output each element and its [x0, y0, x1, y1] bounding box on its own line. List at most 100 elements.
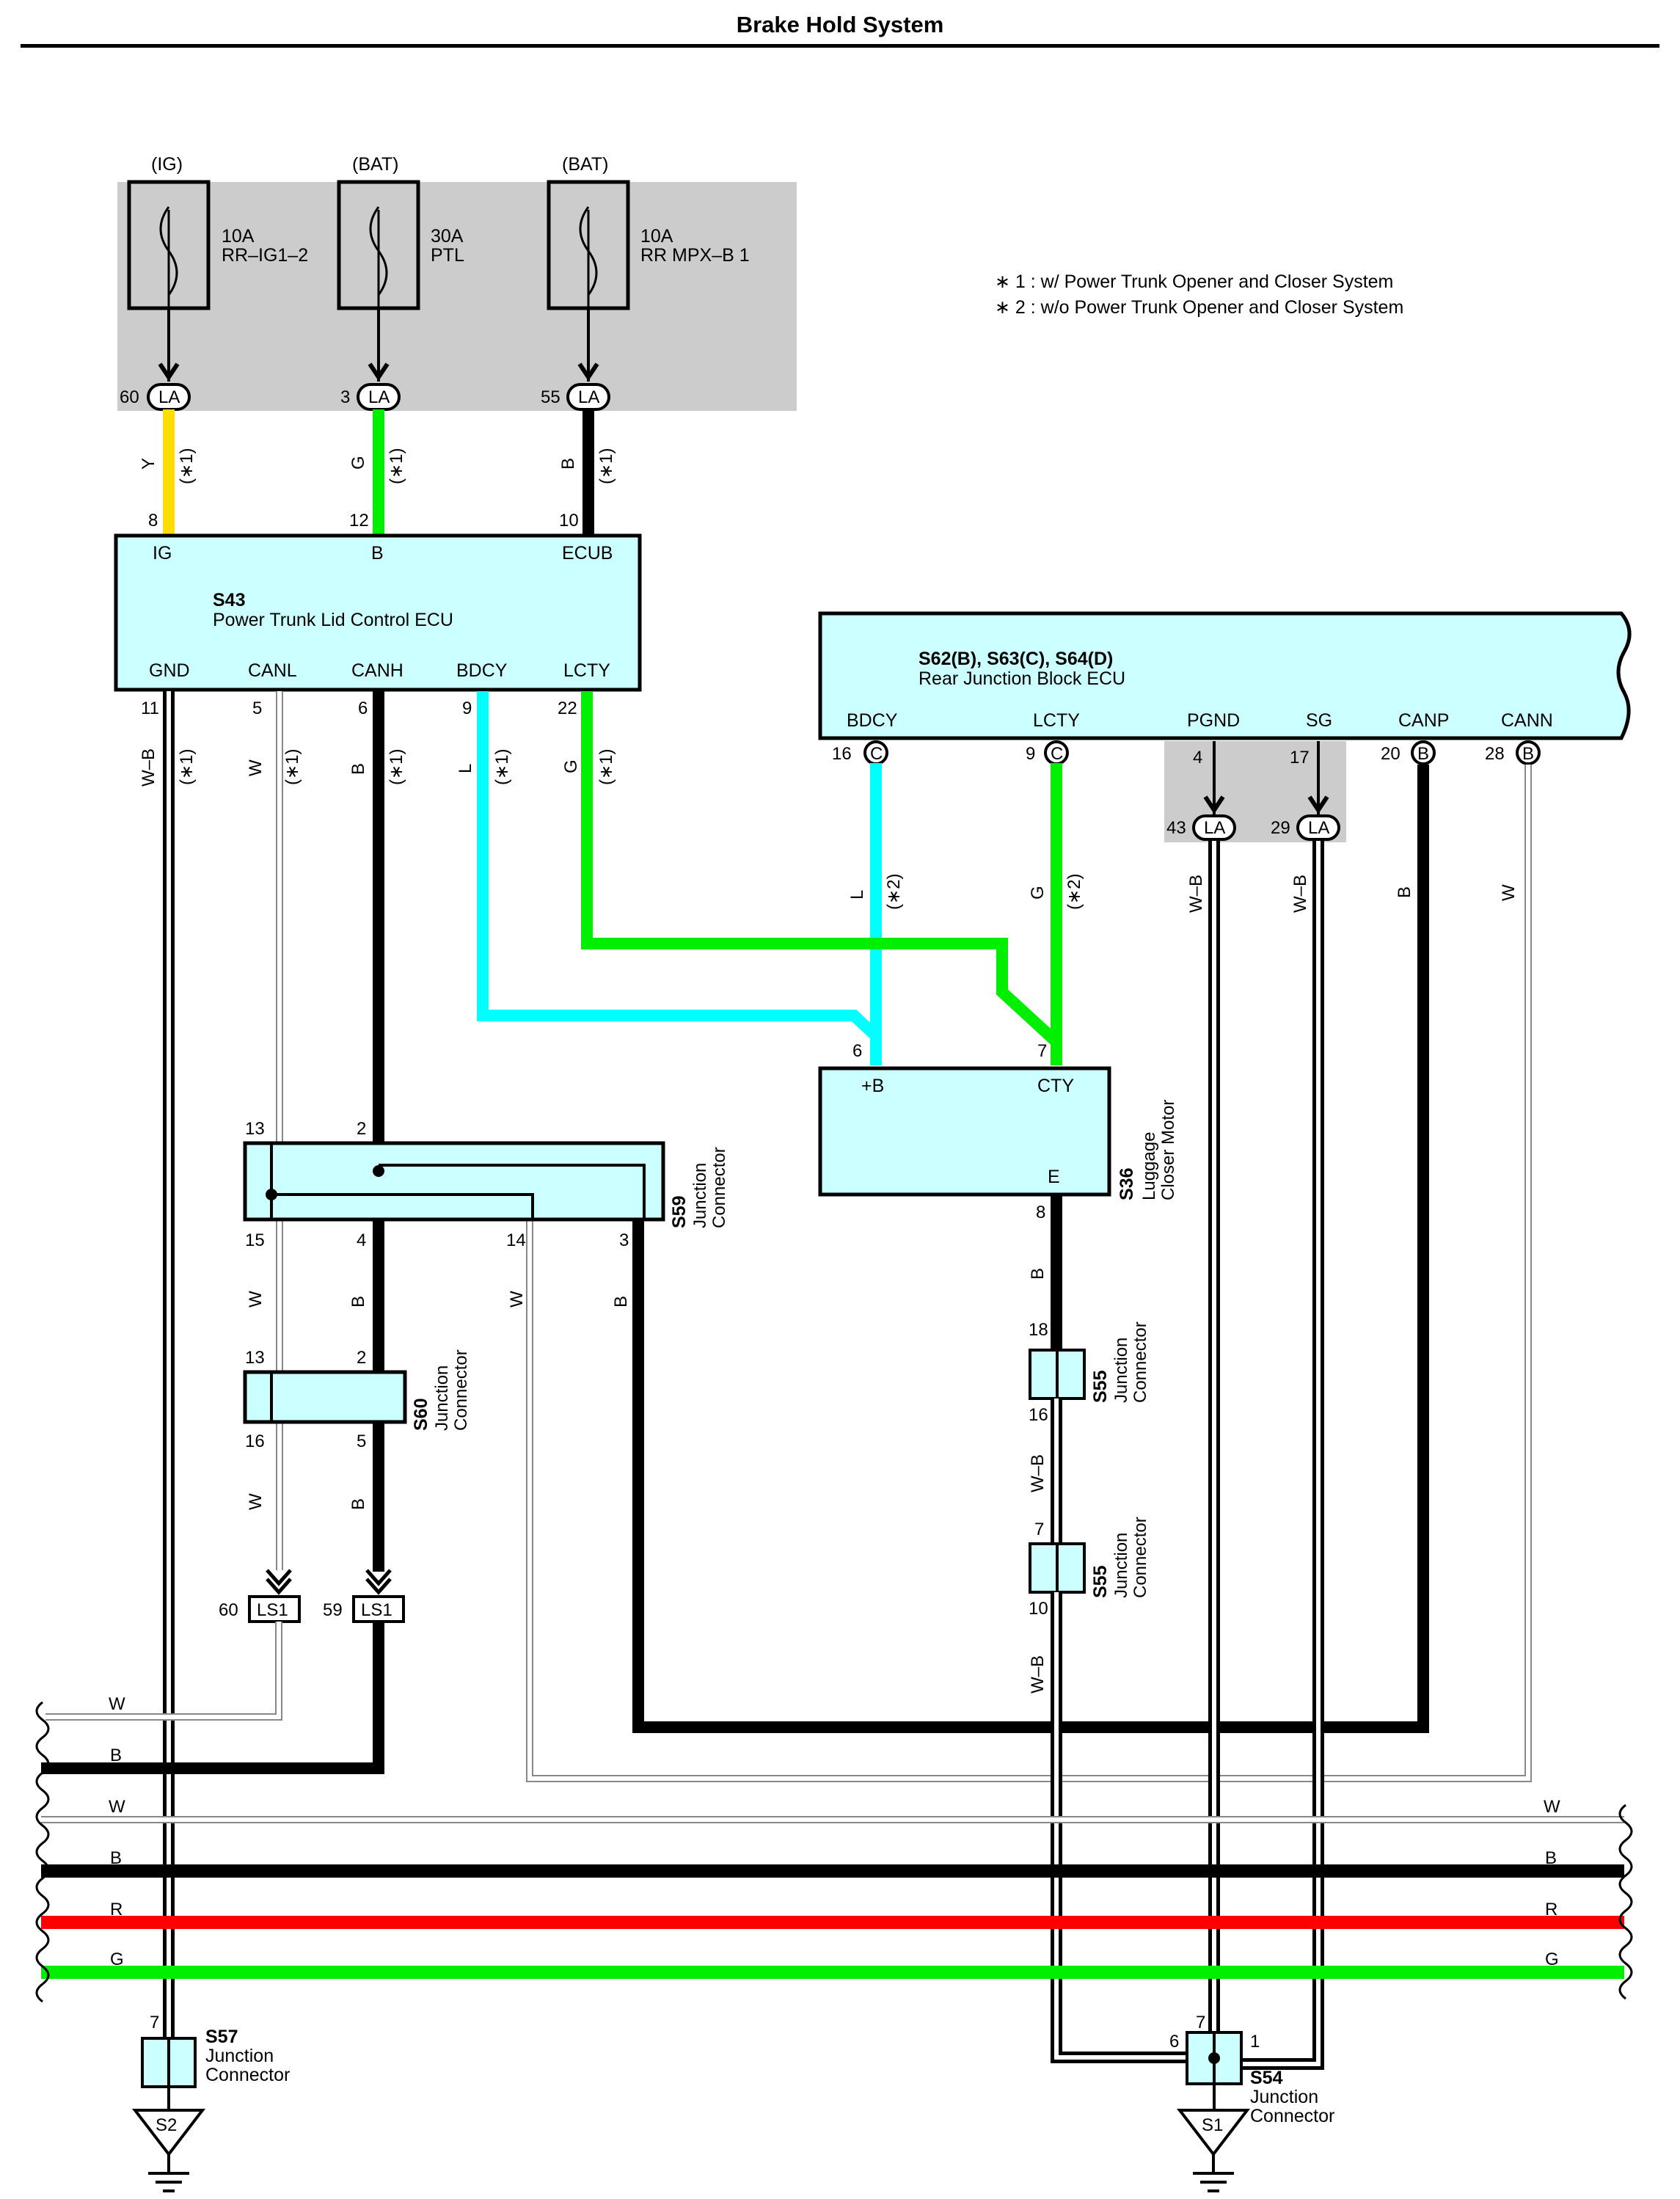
svg-text:Power Trunk Lid Control ECU: Power Trunk Lid Control ECU: [213, 610, 453, 630]
fuse-name: RR MPX–B 1: [640, 245, 750, 266]
svg-text:Luggage: Luggage: [1139, 1132, 1159, 1200]
wire-y-ig: [163, 409, 175, 534]
svg-text:18: 18: [1029, 1320, 1048, 1340]
svg-text:20: 20: [1381, 744, 1400, 764]
la-connector-3: LA 3: [340, 383, 401, 411]
svg-text:L: L: [847, 890, 867, 900]
svg-text:8: 8: [148, 511, 158, 530]
svg-text:S55: S55: [1090, 1370, 1111, 1403]
svg-text:Junction: Junction: [432, 1365, 452, 1431]
svg-text:GND: GND: [149, 660, 190, 681]
svg-text:E: E: [1048, 1167, 1060, 1187]
svg-text:(∗2): (∗2): [884, 874, 904, 910]
svg-text:G: G: [561, 759, 581, 773]
svg-text:W: W: [246, 759, 266, 776]
rear-ecu-connectors: C 16 C 9 B 20 B 28 4 17 LA 43 LA 29: [832, 740, 1541, 841]
ground-s1: S1: [1176, 2109, 1251, 2192]
fuse-connectors: [158, 308, 599, 382]
svg-text:5: 5: [252, 699, 262, 718]
ls1-connectors: LS1 60 LS1 59: [219, 1569, 405, 1623]
fuse-rating: 10A: [640, 226, 673, 247]
svg-text:BDCY: BDCY: [456, 660, 508, 681]
svg-text:LCTY: LCTY: [1033, 710, 1080, 731]
svg-text:LA: LA: [578, 387, 599, 407]
svg-text:6: 6: [852, 1041, 862, 1061]
svg-text:7: 7: [1196, 2013, 1205, 2032]
svg-text:B: B: [110, 1746, 122, 1765]
svg-text:(∗1): (∗1): [177, 448, 197, 484]
junction-s57: 7 S57 Junction Connector: [141, 2013, 290, 2110]
break-marks: [35, 1701, 1633, 2003]
svg-text:60: 60: [120, 387, 139, 407]
svg-text:W–B: W–B: [1028, 1454, 1048, 1492]
svg-text:G: G: [348, 456, 368, 470]
wire-b-canp: [632, 765, 1429, 1733]
wire-wb-pgnd-sg: [1208, 841, 1324, 2070]
ground-s2: S2: [131, 2109, 206, 2192]
svg-text:Y: Y: [139, 458, 158, 470]
svg-text:B: B: [110, 1848, 122, 1868]
svg-text:B: B: [1395, 886, 1414, 898]
junction-s55-lower: 7 10 S55 Junction Connector: [1029, 1517, 1150, 1619]
svg-text:Junction: Junction: [1111, 1338, 1131, 1403]
svg-text:Connector: Connector: [1131, 1517, 1150, 1598]
wire-labels-top: Y (∗1) G (∗1) B (∗1) 8 12 10: [139, 448, 616, 530]
svg-text:W: W: [109, 1694, 125, 1714]
svg-text:4: 4: [357, 1230, 366, 1250]
wire-w-canl: [276, 691, 283, 1570]
ls1-to-bus-b: [41, 1622, 384, 1774]
svg-text:W–B: W–B: [1290, 875, 1310, 913]
s43-bottom-pins: 11 5 6 9 22: [141, 699, 577, 718]
svg-text:2: 2: [357, 1348, 366, 1368]
svg-text:12: 12: [349, 511, 369, 530]
svg-text:CANN: CANN: [1501, 710, 1553, 731]
svg-text:BDCY: BDCY: [847, 710, 898, 731]
svg-text:(∗1): (∗1): [387, 448, 406, 484]
svg-text:B: B: [348, 1296, 368, 1308]
svg-text:10: 10: [1029, 1599, 1048, 1619]
svg-text:W: W: [1499, 884, 1519, 901]
svg-text:Connector: Connector: [451, 1349, 471, 1431]
svg-text:4: 4: [1193, 748, 1202, 767]
svg-text:G: G: [1545, 1950, 1559, 1969]
svg-text:(∗1): (∗1): [387, 749, 406, 785]
svg-text:B: B: [348, 763, 368, 775]
svg-text:3: 3: [340, 387, 350, 407]
junction-s54: 7 6 1 S54 Junction Connector: [1169, 2013, 1334, 2126]
svg-text:Connector: Connector: [1250, 2106, 1334, 2126]
svg-text:LA: LA: [368, 387, 390, 407]
svg-text:22: 22: [558, 699, 577, 718]
svg-text:1: 1: [1250, 2032, 1260, 2052]
svg-text:CANP: CANP: [1398, 710, 1449, 731]
svg-text:S59: S59: [669, 1196, 690, 1228]
svg-text:(∗1): (∗1): [177, 749, 197, 785]
junction-s55-upper: 18 16 S55 Junction Connector: [1029, 1320, 1150, 1425]
svg-text:ECUB: ECUB: [562, 543, 613, 564]
svg-text:LA: LA: [1204, 818, 1225, 838]
svg-text:CANH: CANH: [351, 660, 403, 681]
svg-text:IG: IG: [153, 543, 172, 564]
svg-text:L: L: [456, 764, 475, 773]
svg-text:(∗1): (∗1): [492, 749, 512, 785]
svg-text:7: 7: [1037, 1041, 1047, 1061]
svg-text:13: 13: [245, 1119, 265, 1139]
wire-b-ecub: [582, 409, 594, 534]
svg-text:Junction: Junction: [690, 1163, 710, 1228]
la-connector-55: LA 55: [541, 383, 610, 411]
svg-text:Junction: Junction: [1111, 1533, 1131, 1598]
svg-text:W–B: W–B: [139, 748, 158, 787]
svg-text:17: 17: [1290, 748, 1310, 767]
svg-text:B: B: [371, 543, 384, 564]
svg-text:59: 59: [323, 1600, 343, 1620]
svg-text:28: 28: [1485, 744, 1505, 764]
svg-text:W: W: [507, 1291, 527, 1308]
fuse-name: RR–IG1–2: [222, 245, 308, 266]
svg-text:Connector: Connector: [1131, 1321, 1150, 1403]
svg-text:6: 6: [1169, 2032, 1179, 2052]
fuse-source: (IG): [151, 154, 183, 175]
wire-label: B: [1028, 1268, 1048, 1280]
svg-text:Junction: Junction: [205, 2046, 274, 2066]
svg-text:C: C: [870, 744, 883, 764]
svg-text:(∗1): (∗1): [596, 749, 616, 785]
wire-b-canh: [373, 691, 384, 1572]
